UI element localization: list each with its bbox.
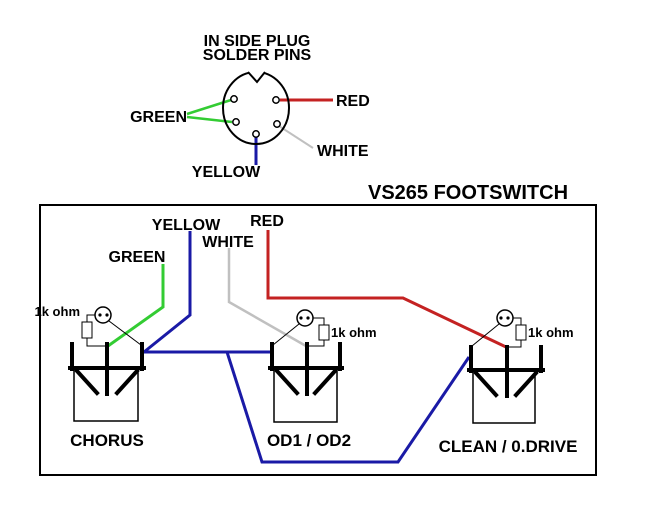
od-led-lead: [313, 317, 325, 325]
clean-led-lead: [513, 317, 522, 325]
inner-label-yellow: YELLOW: [152, 217, 221, 234]
plug-label-red: RED: [336, 93, 370, 110]
od-left-diagonal: [274, 368, 300, 396]
blue-branch-wire: [225, 351, 471, 464]
clean-left-diagonal: [473, 370, 499, 398]
plug-pin-lower-left: [232, 118, 240, 126]
inner-label-white: WHITE: [202, 234, 254, 251]
clean-label: CLEAN / 0.DRIVE: [439, 437, 578, 456]
white-wire: [278, 125, 314, 149]
od-led-dot-right: [306, 316, 310, 320]
footswitch-title: VS265 FOOTSWITCH: [368, 182, 568, 204]
clean-resistor-lead: [508, 340, 522, 348]
red-wire-inner: [266, 230, 507, 349]
plug-label-yellow: YELLOW: [192, 164, 261, 181]
clean-led-to-post-wire: [471, 323, 500, 347]
green-wire-inner: [107, 264, 165, 348]
clean-right-diagonal: [513, 370, 539, 398]
chorus-left-diagonal: [74, 368, 100, 396]
clean-led-dot-right: [506, 316, 510, 320]
od-resistor-label: 1k ohm: [331, 325, 377, 340]
od-led-dot-left: [299, 316, 303, 320]
chorus-led-dot-left: [98, 313, 102, 317]
switch-clean-odrive: 1k ohm CLEAN / 0.DRIVE: [439, 309, 578, 456]
chorus-resistor-lead: [86, 338, 106, 347]
od-led-icon: [296, 309, 314, 327]
switch-od1-od2: 1k ohm OD1 / OD2: [267, 309, 377, 450]
chorus-led-lead: [86, 314, 95, 322]
yellow-wire-inner: [143, 231, 192, 354]
plug-heading-line2: SOLDER PINS: [203, 47, 312, 64]
white-wire-inner: [227, 248, 307, 348]
chorus-resistor: [81, 321, 93, 339]
footswitch-enclosure-box: [39, 204, 597, 476]
clean-led-icon: [496, 309, 514, 327]
plug-pin-upper-left: [230, 95, 238, 103]
plug-label-green: GREEN: [130, 109, 187, 126]
od-resistor-lead: [308, 340, 325, 347]
od-label: OD1 / OD2: [267, 431, 351, 450]
clean-led-dot-left: [499, 316, 503, 320]
od-switch-body: [273, 368, 338, 423]
plug-heading-line1: IN SIDE PLUG: [204, 33, 311, 50]
switch-chorus: 1k ohm CHORUS: [34, 304, 146, 450]
plug-notch-mask: [246, 68, 267, 83]
plug-notch: [247, 71, 266, 84]
clean-resistor: [515, 324, 527, 341]
inner-label-green: GREEN: [109, 249, 166, 266]
od-right-diagonal: [312, 368, 338, 396]
clean-resistor-label: 1k ohm: [528, 325, 574, 340]
din-plug: IN SIDE PLUG SOLDER PINS GREEN RED WHITE…: [130, 33, 370, 181]
plug-pin-upper-right: [272, 96, 280, 104]
inner-label-red: RED: [250, 213, 284, 230]
plug-pin-lower-right: [273, 120, 281, 128]
clean-switch-body: [472, 370, 536, 424]
chorus-resistor-label: 1k ohm: [34, 304, 80, 319]
chorus-led-to-post-wire: [108, 320, 142, 346]
chorus-led-dot-right: [105, 313, 109, 317]
plug-pin-bottom: [252, 130, 260, 138]
footswitch-diagram: VS265 FOOTSWITCH YELLOW RED WHITE GREEN: [34, 182, 597, 476]
plug-label-white: WHITE: [317, 143, 369, 160]
od-led-to-post-wire: [272, 323, 300, 346]
od-resistor: [318, 324, 330, 341]
chorus-switch-body: [73, 368, 139, 422]
chorus-right-diagonal: [114, 368, 140, 396]
chorus-label: CHORUS: [70, 431, 144, 450]
